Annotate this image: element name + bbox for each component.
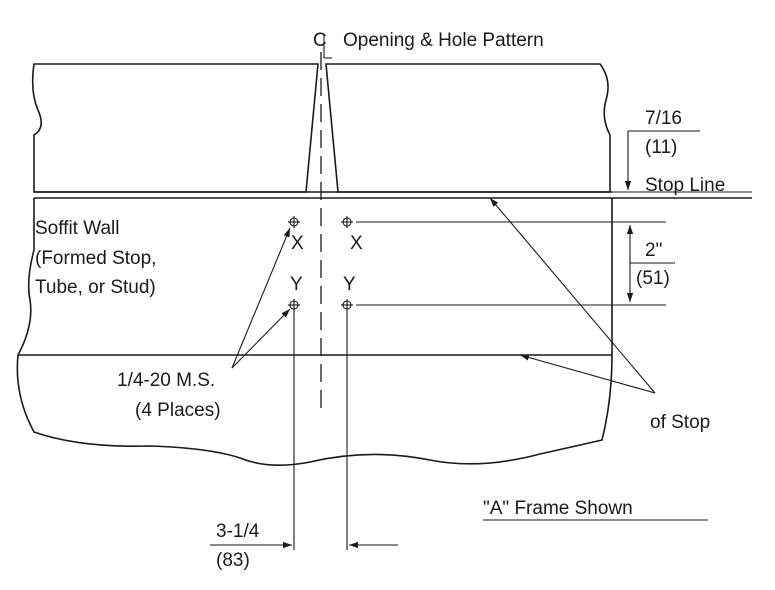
hole-y-right	[341, 299, 353, 311]
screw-leader-1	[231, 227, 291, 369]
soffit-line-3: Tube, or Stud)	[35, 277, 156, 298]
frame-note: "A" Frame Shown	[483, 498, 633, 519]
soffit-line-1: Soffit Wall	[35, 218, 119, 239]
dim-top-mm: (11)	[645, 137, 677, 158]
dim-right-in: 2"	[645, 240, 662, 261]
hole-y-left	[288, 299, 300, 311]
screw-count: (4 Places)	[135, 400, 221, 421]
soffit-wall-outline	[17, 198, 35, 356]
frame-top-right	[325, 63, 611, 193]
dim-right-mm: (51)	[636, 268, 670, 289]
dim-bottom-frac: 3-1/4	[216, 521, 260, 542]
dim-bottom-mm: (83)	[216, 550, 250, 571]
soffit-line-2: (Formed Stop,	[35, 248, 156, 269]
hole-y-left-label: Y	[290, 274, 303, 295]
centerline-symbol: C	[313, 30, 327, 51]
title-label: Opening & Hole Pattern	[343, 30, 544, 51]
screw-leader-2	[231, 308, 291, 369]
hole-y-right-label: Y	[343, 274, 356, 295]
of-stop-leader-2	[519, 354, 656, 394]
hole-x-left	[288, 216, 300, 228]
of-stop-label: of Stop	[650, 412, 710, 433]
screw-spec: 1/4-20 M.S.	[117, 370, 215, 391]
stop-line-label: Stop Line	[645, 175, 725, 196]
dim-top-frac: 7/16	[645, 108, 682, 129]
hole-x-left-label: X	[291, 233, 304, 254]
hole-x-right	[341, 216, 353, 228]
frame-top-left	[31, 63, 319, 193]
of-stop-leader-1	[489, 197, 656, 394]
stop-body-lower	[16, 354, 613, 466]
hole-x-right-label: X	[350, 233, 363, 254]
